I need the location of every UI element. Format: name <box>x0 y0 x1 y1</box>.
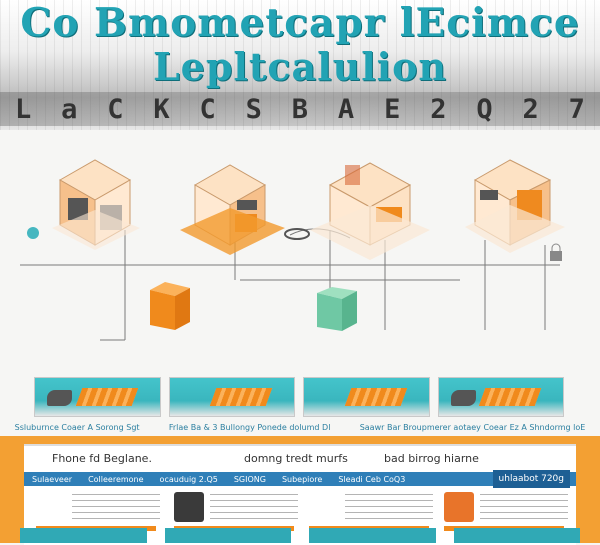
process-diagram <box>20 159 565 341</box>
process-panel-strip <box>34 377 564 419</box>
package-icon <box>344 388 407 406</box>
orange-box-icon <box>150 282 190 330</box>
machine-icon <box>450 390 476 406</box>
code-char: C <box>199 93 216 125</box>
house-icon <box>310 162 430 260</box>
lock-icon <box>550 243 562 261</box>
code-char: 2 <box>430 93 447 125</box>
panel-labels: Ssluburnce Coaer A Sorong Sgt Frlae Ba &… <box>0 420 600 434</box>
code-char: 2 <box>522 93 539 125</box>
panel-label: Saawr Bar Broupmerer aotaey Coear Ez A S… <box>359 422 586 432</box>
teal-block <box>20 528 147 543</box>
card-bar-item: ocauduig 2.Q5 <box>159 474 218 484</box>
card-bar-item: Sulaeveer <box>32 474 73 484</box>
code-char: C <box>107 93 124 125</box>
card-bar: Sulaeveer Colleeremone ocauduig 2.Q5 SGI… <box>24 472 576 486</box>
text-lines <box>345 494 433 524</box>
banner-title-line-2: Lepltcalulion <box>152 44 448 89</box>
text-lines <box>480 494 568 524</box>
panel-label: Ssluburnce Coaer A Sorong Sgt <box>14 422 140 432</box>
machine-icon <box>47 390 73 406</box>
card-heading: bad birrog hiarne <box>384 452 479 465</box>
banner-title-line-1: Co Bmometcapr lEcimce <box>20 0 580 46</box>
house-icon <box>52 159 140 250</box>
thumbnail-icon <box>174 492 204 522</box>
code-char: B <box>291 93 309 125</box>
card-heading: domng tredt murfs <box>244 452 348 465</box>
code-char: Q <box>476 93 493 125</box>
card-bar-item: Subepiore <box>281 474 323 484</box>
card-bar-item: Sleadi Ceb CoQ3 <box>338 474 406 484</box>
teal-block <box>453 528 580 543</box>
card-heading: Fhone fd Beglane. <box>52 452 152 465</box>
green-box-icon <box>317 287 357 331</box>
package-icon <box>75 388 138 406</box>
process-panel <box>34 377 161 417</box>
house-icon <box>465 159 565 253</box>
card-bar-item: Colleeremone <box>88 474 144 484</box>
code-char: K <box>153 93 170 125</box>
panel-label: Frlae Ba & 3 Bullongy Ponede dolumd Dl <box>168 422 331 432</box>
ring-icon <box>284 228 310 240</box>
teal-block <box>309 528 436 543</box>
teal-block <box>164 528 291 543</box>
lightbulb-icon <box>27 227 39 239</box>
title-banner: Co Bmometcapr lEcimce Lepltcalulion L a … <box>0 0 600 130</box>
house-icon <box>180 164 285 255</box>
package-icon <box>209 388 273 406</box>
bottom-section: Fhone fd Beglane. domng tredt murfs bad … <box>0 436 600 545</box>
code-char: A <box>337 93 355 125</box>
text-lines <box>72 494 160 524</box>
code-char: S <box>245 93 262 125</box>
banner-texture <box>0 0 600 130</box>
bottom-teal-strip <box>20 528 580 543</box>
process-panel <box>303 377 430 417</box>
code-char: L <box>14 93 32 125</box>
card-header: Fhone fd Beglane. domng tredt murfs bad … <box>24 450 576 468</box>
code-char: E <box>384 93 401 125</box>
banner-code-row: L a C K C S B A E 2 Q 2 7 <box>0 92 600 126</box>
code-char: a <box>61 93 78 125</box>
text-lines <box>210 494 298 524</box>
thumbnail-icon <box>444 492 474 522</box>
card-badge: uhlaabot 720g <box>492 470 570 488</box>
card-bar-item: SGIONG <box>233 474 266 484</box>
process-panel <box>168 377 295 417</box>
package-icon <box>478 388 542 406</box>
code-char: 7 <box>568 93 585 125</box>
process-panel <box>437 377 564 417</box>
